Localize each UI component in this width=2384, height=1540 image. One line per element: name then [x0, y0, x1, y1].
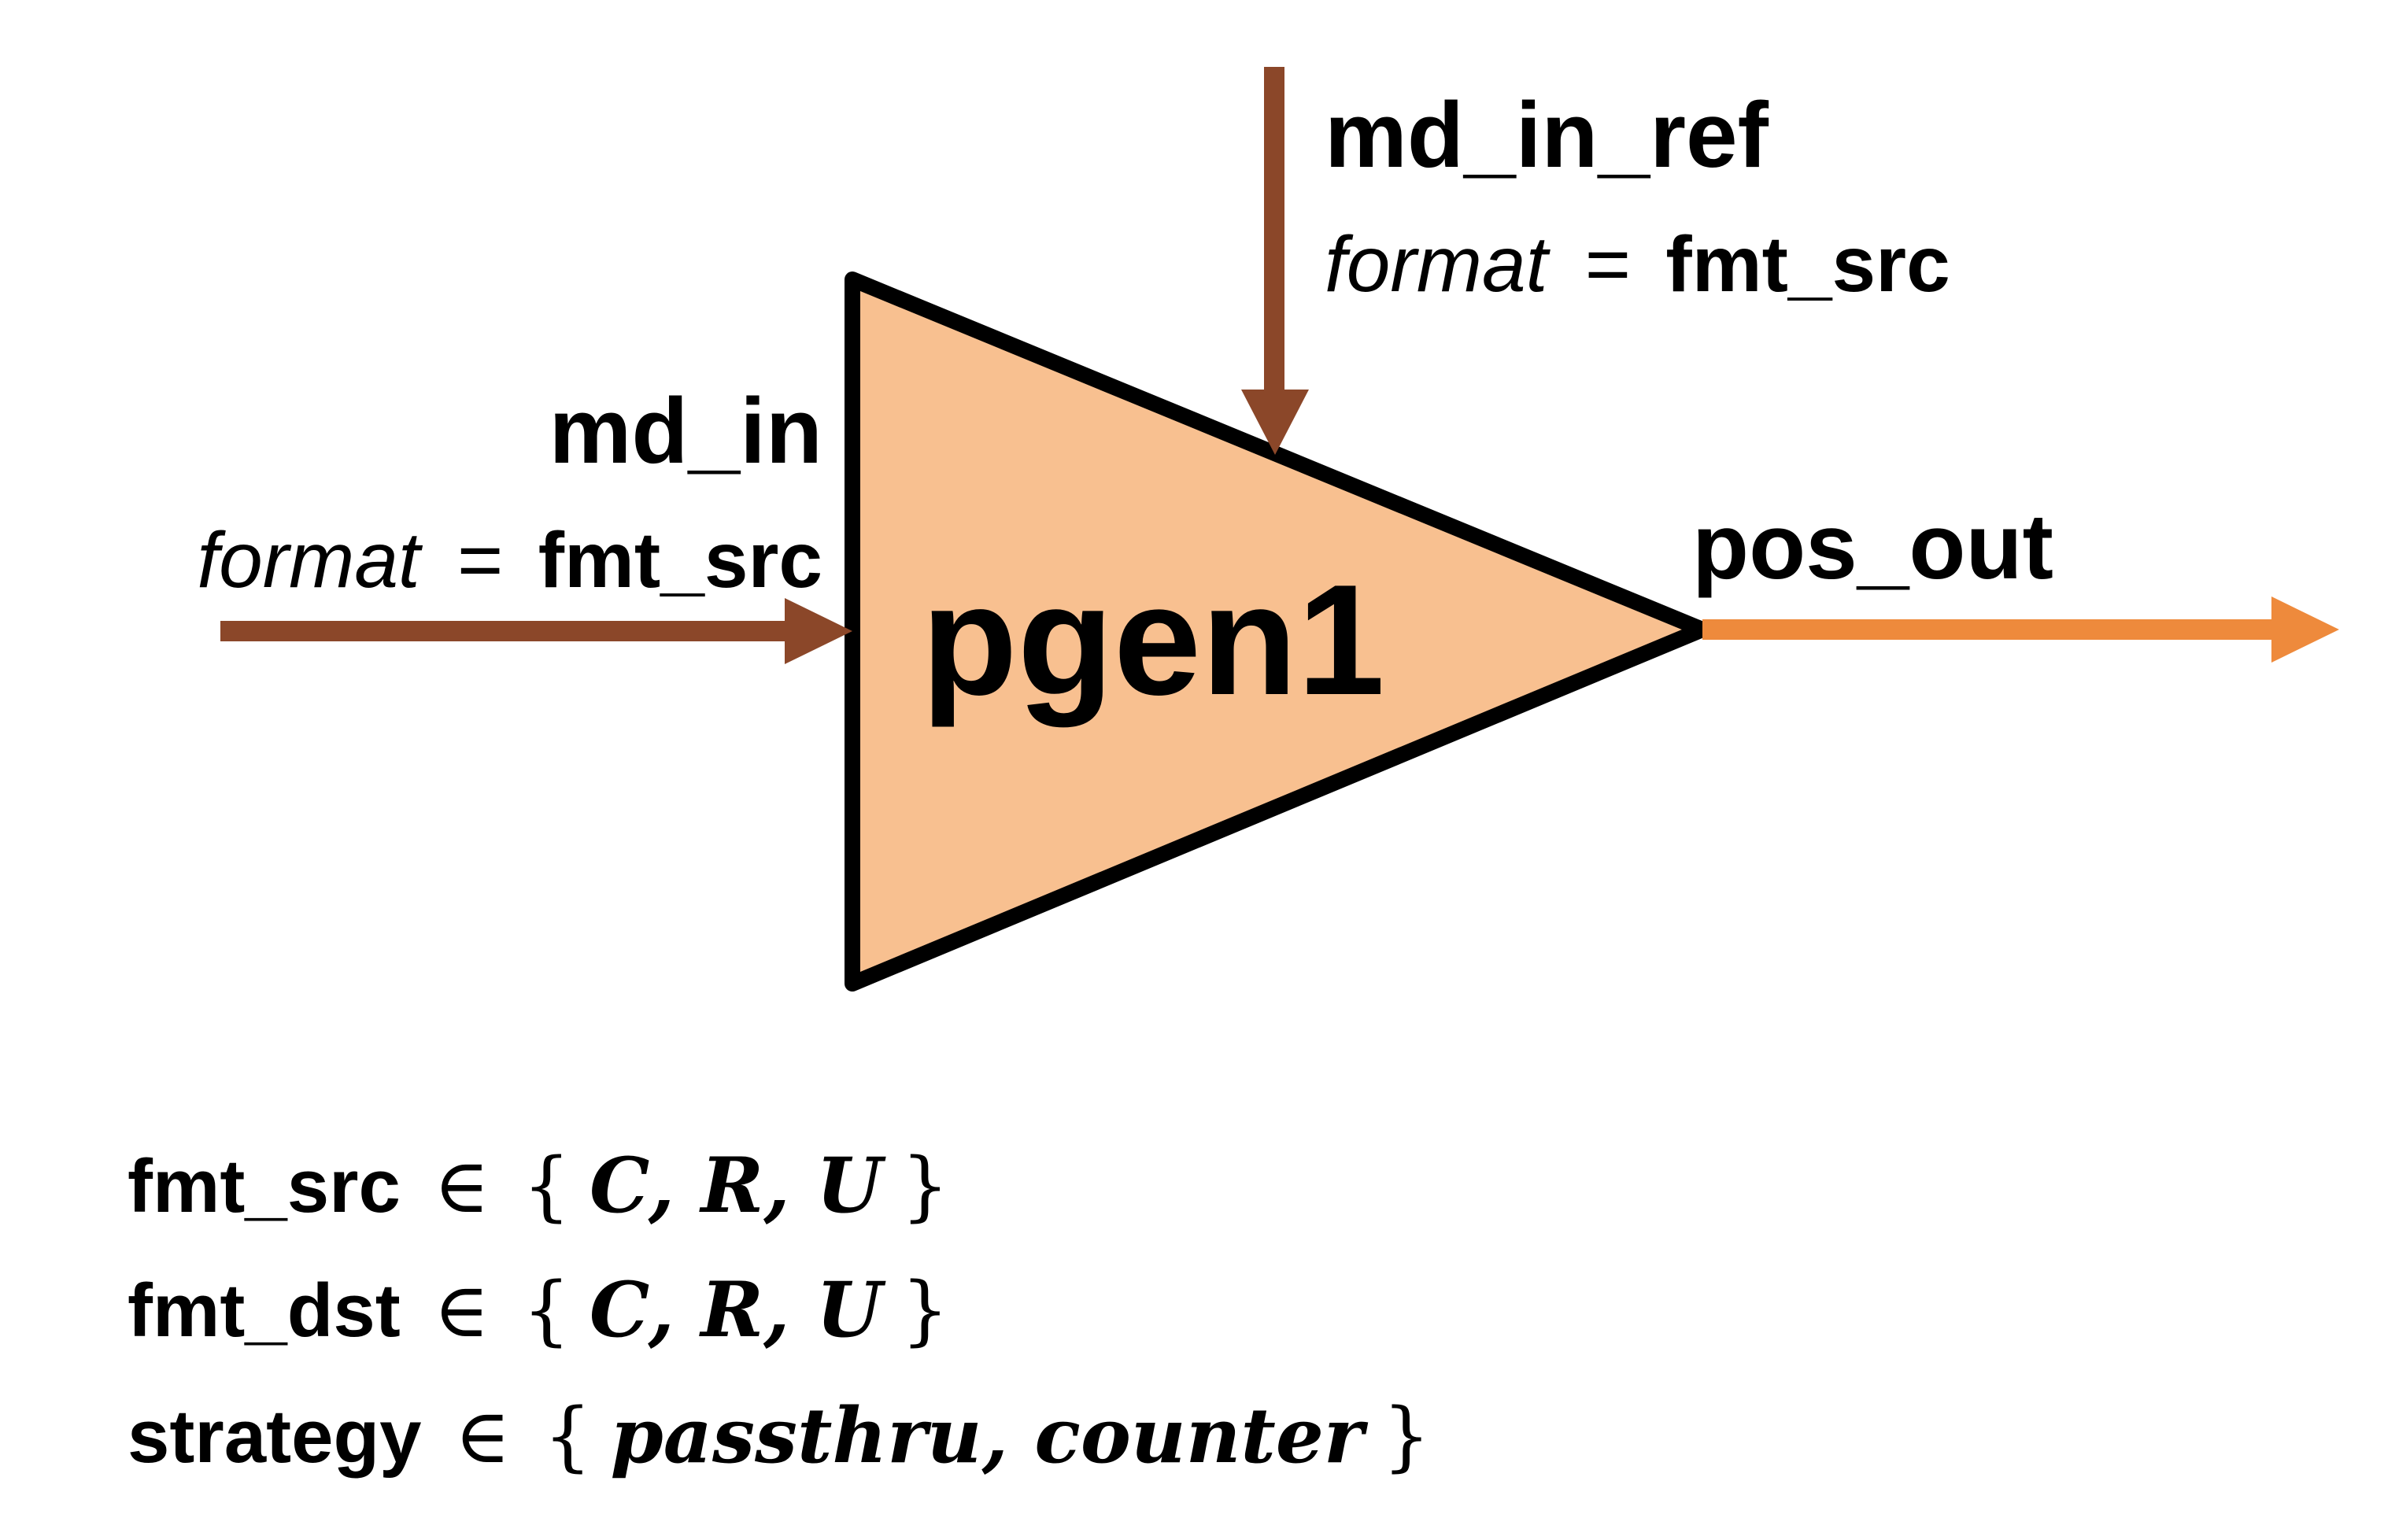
md-in-ref-format-word: format	[1325, 220, 1551, 308]
def-values: C, R, U	[590, 1141, 886, 1230]
def-name: strategy	[128, 1394, 422, 1479]
pos-out-arrow	[1702, 596, 2339, 663]
element-of-symbol: ∈	[434, 1142, 490, 1230]
format-definitions: fmt_src ∈ { C, R, U } fmt_dst ∈ { C, R, …	[128, 1141, 1431, 1480]
md-in-ref-format: format = fmt_src	[1325, 220, 1950, 308]
md-in-ref-arrow	[1241, 67, 1309, 455]
close-brace: }	[901, 1266, 949, 1354]
md-in-format-equals: =	[456, 516, 502, 604]
definition-strategy: strategy ∈ { passthru, counter }	[128, 1391, 1431, 1480]
open-brace: {	[544, 1392, 592, 1480]
close-brace: }	[901, 1142, 949, 1230]
close-brace: }	[1383, 1392, 1431, 1480]
md-in-arrow	[220, 598, 852, 664]
def-values: passthru, counter	[611, 1391, 1369, 1480]
def-name: fmt_dst	[128, 1269, 401, 1353]
element-of-symbol: ∈	[455, 1392, 511, 1480]
pos-out-label: pos_out	[1692, 495, 2053, 599]
block-name: pgen1	[922, 552, 1385, 728]
open-brace: {	[523, 1142, 571, 1230]
open-brace: {	[523, 1266, 571, 1354]
md-in-format-word: format	[197, 516, 423, 604]
md-in-ref-format-equals: =	[1584, 220, 1629, 308]
definition-fmt-src: fmt_src ∈ { C, R, U }	[128, 1141, 949, 1230]
md-in-format-value: fmt_src	[538, 516, 822, 604]
def-name: fmt_src	[128, 1144, 401, 1228]
element-of-symbol: ∈	[434, 1266, 490, 1354]
md-in-format: format = fmt_src	[197, 516, 822, 604]
pgen-triangle-block	[845, 271, 1710, 992]
definition-fmt-dst: fmt_dst ∈ { C, R, U }	[128, 1265, 949, 1354]
md-in-ref-format-value: fmt_src	[1665, 220, 1950, 308]
md-in-ref-label: md_in_ref	[1325, 83, 1769, 187]
def-values: C, R, U	[590, 1265, 886, 1354]
md-in-label: md_in	[549, 379, 823, 483]
